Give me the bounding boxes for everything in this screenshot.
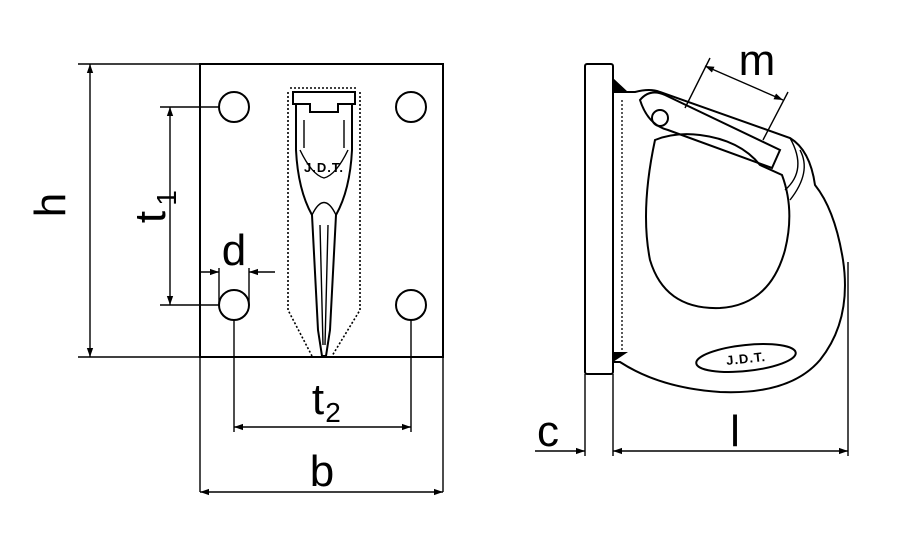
label-t1-subscript: 1 xyxy=(151,190,182,206)
label-t1: t xyxy=(126,211,175,223)
dimension-c: c xyxy=(535,374,614,456)
bolt-hole-bottom-right xyxy=(395,289,427,321)
hook-front-body: J.D.T. xyxy=(287,87,361,357)
dimension-t2: t 2 xyxy=(233,320,412,432)
side-view: J.D.T. m c l xyxy=(535,36,849,456)
brand-label-front: J.D.T. xyxy=(304,160,344,175)
label-c: c xyxy=(537,407,559,456)
dimension-t1: t 1 xyxy=(126,106,219,306)
side-plate xyxy=(584,63,614,375)
label-t2: t xyxy=(312,375,324,424)
label-h: h xyxy=(26,193,75,217)
label-l: l xyxy=(730,407,740,456)
mounting-plate xyxy=(199,63,444,358)
dimension-h: h xyxy=(26,63,200,358)
label-m: m xyxy=(739,36,776,85)
brand-plate-side xyxy=(695,343,797,373)
brand-label-side: J.D.T. xyxy=(725,349,766,368)
front-view: J.D.T. h t 1 d xyxy=(26,63,444,496)
bolt-hole-top-right xyxy=(395,91,427,123)
dimension-d: d xyxy=(200,226,275,305)
safety-latch xyxy=(638,91,782,170)
bolt-hole-top-left xyxy=(218,91,250,123)
hook-throat xyxy=(645,133,791,310)
label-t2-subscript: 2 xyxy=(325,397,341,428)
label-d: d xyxy=(222,226,246,275)
dimension-b: b xyxy=(200,447,443,496)
plate-lower-extension xyxy=(199,357,444,492)
label-b: b xyxy=(310,447,334,496)
bolt-hole-bottom-left xyxy=(218,289,250,321)
dimension-m: m xyxy=(684,36,789,141)
dimension-l: l xyxy=(613,262,849,456)
latch-pivot xyxy=(651,109,669,127)
